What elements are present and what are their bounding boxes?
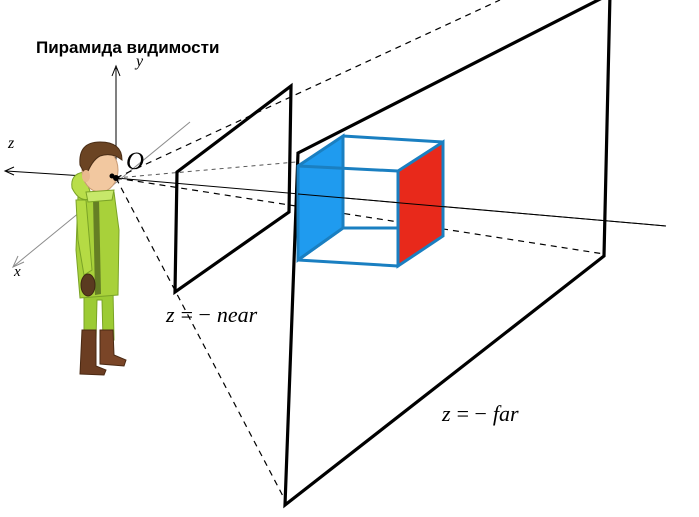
near-label-value: near bbox=[217, 302, 258, 327]
negative-z-axis-overlay bbox=[297, 193, 667, 227]
origin-label: O bbox=[126, 148, 144, 175]
frustum-edge-bottom-right bbox=[115, 177, 605, 255]
eye-point-marker bbox=[113, 175, 119, 181]
frustum-edge-bottom-left bbox=[115, 177, 286, 501]
far-label-variable: z bbox=[441, 401, 451, 426]
near-plane bbox=[173, 82, 293, 296]
cube-front-edges bbox=[296, 164, 400, 268]
far-label-operator: = − bbox=[457, 401, 487, 426]
near-label-variable: z bbox=[165, 302, 175, 327]
cube-left-face bbox=[296, 133, 345, 263]
cube bbox=[296, 133, 445, 269]
frustum-edge-mid bbox=[115, 161, 297, 179]
x-axis-label: x bbox=[13, 264, 21, 280]
y-axis-label: y bbox=[134, 53, 144, 70]
diagram-title: Пирамида видимости bbox=[36, 38, 219, 57]
frustum-edges bbox=[115, 0, 605, 501]
boy-character-icon bbox=[71, 141, 127, 376]
x-axis-arrowhead bbox=[11, 255, 25, 269]
cube-top-back-edge bbox=[342, 134, 444, 144]
frustum-edge-top bbox=[115, 0, 501, 179]
z-axis-arrowhead bbox=[3, 166, 15, 176]
far-plane bbox=[283, 0, 612, 509]
cube-hidden-edges bbox=[341, 136, 398, 230]
near-plane-label: z= −near bbox=[165, 302, 258, 327]
near-label-operator: = − bbox=[181, 302, 211, 327]
far-label-value: far bbox=[493, 401, 519, 426]
far-plane-label: z= −far bbox=[441, 401, 519, 426]
y-axis-arrowhead bbox=[111, 64, 121, 77]
cube-right-face bbox=[396, 139, 445, 269]
z-axis-label: z bbox=[7, 135, 15, 152]
